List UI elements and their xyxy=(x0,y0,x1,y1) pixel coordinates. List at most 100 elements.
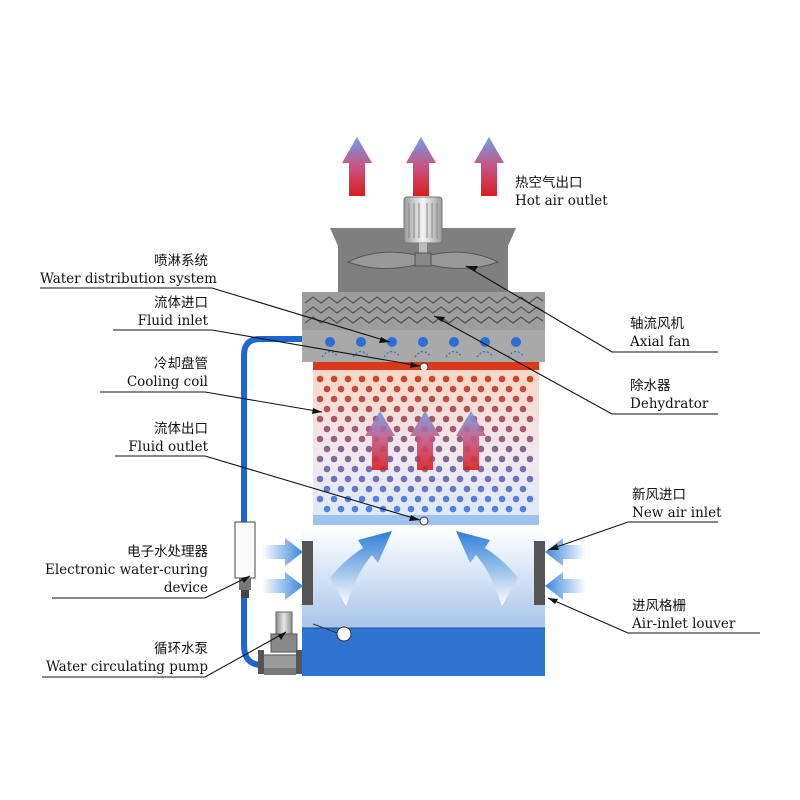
coil-tube-dot xyxy=(428,375,436,383)
coil-tube-dot xyxy=(435,445,443,453)
spray-nozzle xyxy=(325,337,335,347)
leader-fluid-outlet xyxy=(115,455,421,521)
coil-tube-dot xyxy=(526,415,534,423)
coil-tube-dot xyxy=(526,395,534,403)
coil-tube-dot xyxy=(344,415,352,423)
coil-tube-dot xyxy=(330,475,338,483)
coil-tube-dot xyxy=(372,395,380,403)
coil-tube-dot xyxy=(337,485,345,493)
coil-tube-dot xyxy=(519,425,527,433)
coil-tube-dot xyxy=(386,455,394,463)
coil-tube-dot xyxy=(463,485,471,493)
coil-tube-dot xyxy=(400,455,408,463)
coil-tube-dot xyxy=(491,485,499,493)
label-hot-air-zh: 热空气出口 xyxy=(515,175,583,191)
coil-tube-dot xyxy=(337,405,345,413)
spray-nozzle xyxy=(418,337,428,347)
coil-tube-dot xyxy=(498,375,506,383)
coil-tube-dot xyxy=(358,415,366,423)
coil-tube-dot xyxy=(435,385,443,393)
coil-tube-dot xyxy=(351,405,359,413)
label-dehydrator-zh: 除水器 xyxy=(630,378,671,394)
label-louver-en: Air-inlet louver xyxy=(632,616,736,632)
coil-tube-dot xyxy=(351,445,359,453)
label-axial-fan-en: Axial fan xyxy=(630,334,691,350)
spray-nozzles xyxy=(321,337,525,358)
coil-tube-dot xyxy=(449,505,457,513)
label-fluid-outlet-en: Fluid outlet xyxy=(128,439,208,455)
fluid-outlet-point xyxy=(419,516,429,526)
coil-tube-dot xyxy=(379,385,387,393)
coil-tube-dot xyxy=(526,435,534,443)
coil-tube-dot xyxy=(484,375,492,383)
coil-tube-dot xyxy=(400,415,408,423)
coil-tube-dot xyxy=(344,395,352,403)
coil-tube-dot xyxy=(463,385,471,393)
coil-tube-dot xyxy=(323,465,331,473)
coil-tube-dot xyxy=(505,405,513,413)
coil-tube-dot xyxy=(386,435,394,443)
coil-tube-dot xyxy=(512,395,520,403)
coil-tube-dot xyxy=(519,405,527,413)
label-new-air-en: New air inlet xyxy=(632,505,722,521)
coil-tube-dot xyxy=(400,435,408,443)
coil-tube-dot xyxy=(442,375,450,383)
coil-tube-dot xyxy=(372,495,380,503)
coil-tube-dot xyxy=(421,385,429,393)
coil-tube-dot xyxy=(484,395,492,403)
coil-tube-dot xyxy=(386,495,394,503)
coil-tube-dot xyxy=(519,485,527,493)
coil-tube-dot xyxy=(386,395,394,403)
coil-tube-dot xyxy=(379,405,387,413)
coil-tube-dot xyxy=(512,495,520,503)
label-fluid-inlet-zh: 流体进口 xyxy=(154,295,208,311)
coil-tube-dot xyxy=(407,405,415,413)
coil-tube-dot xyxy=(512,475,520,483)
coil-tube-dot xyxy=(337,505,345,513)
label-axial-fan-zh: 轴流风机 xyxy=(630,316,684,332)
coil-tube-dot xyxy=(330,495,338,503)
coil-tube-dot xyxy=(344,435,352,443)
coil-tube-dot xyxy=(365,465,373,473)
coil-tube-dot xyxy=(323,445,331,453)
coil-tube-dot xyxy=(351,485,359,493)
coil-tube-dot xyxy=(519,465,527,473)
coil-tube-dot xyxy=(323,425,331,433)
coil-tube-dot xyxy=(498,475,506,483)
label-new-air-zh: 新风进口 xyxy=(632,487,686,503)
coil-tube-dot xyxy=(407,505,415,513)
coil-tube-dot xyxy=(393,505,401,513)
coil-tube-dot xyxy=(435,505,443,513)
coil-tube-dot xyxy=(456,475,464,483)
coil-tube-dot xyxy=(491,425,499,433)
coil-tube-dot xyxy=(316,495,324,503)
label-cooling-coil-en: Cooling coil xyxy=(126,374,208,390)
coil-tube-dot xyxy=(337,445,345,453)
coil-tube-dot xyxy=(358,375,366,383)
coil-tube-dot xyxy=(512,415,520,423)
coil-tube-dot xyxy=(449,465,457,473)
coil-tube-dot xyxy=(393,485,401,493)
fluid-inlet-point xyxy=(419,362,429,372)
hot-air-arrow-1 xyxy=(342,137,372,196)
coil-tube-dot xyxy=(428,475,436,483)
coil-tube-dot xyxy=(449,485,457,493)
label-fluid-inlet-en: Fluid inlet xyxy=(137,313,208,329)
leader-axial-fan xyxy=(465,265,718,353)
electronic-water-device xyxy=(234,521,256,579)
coil-airflow-arrows xyxy=(365,411,486,470)
coil-tube-dot xyxy=(498,395,506,403)
coil-tube-dot xyxy=(316,435,324,443)
coil-tube-dot xyxy=(337,385,345,393)
coil-tube-dot xyxy=(323,405,331,413)
coil-tube-dot xyxy=(442,455,450,463)
coil-tube-dot xyxy=(323,505,331,513)
coil-tube-dot xyxy=(526,455,534,463)
leader-pump xyxy=(42,631,287,678)
coil-tube-dot xyxy=(456,395,464,403)
coil-tube-dot xyxy=(435,465,443,473)
coil-tube-dot xyxy=(470,475,478,483)
coil-tube-dot xyxy=(456,495,464,503)
coil-tube-dot xyxy=(316,475,324,483)
axial-fan xyxy=(346,251,500,270)
